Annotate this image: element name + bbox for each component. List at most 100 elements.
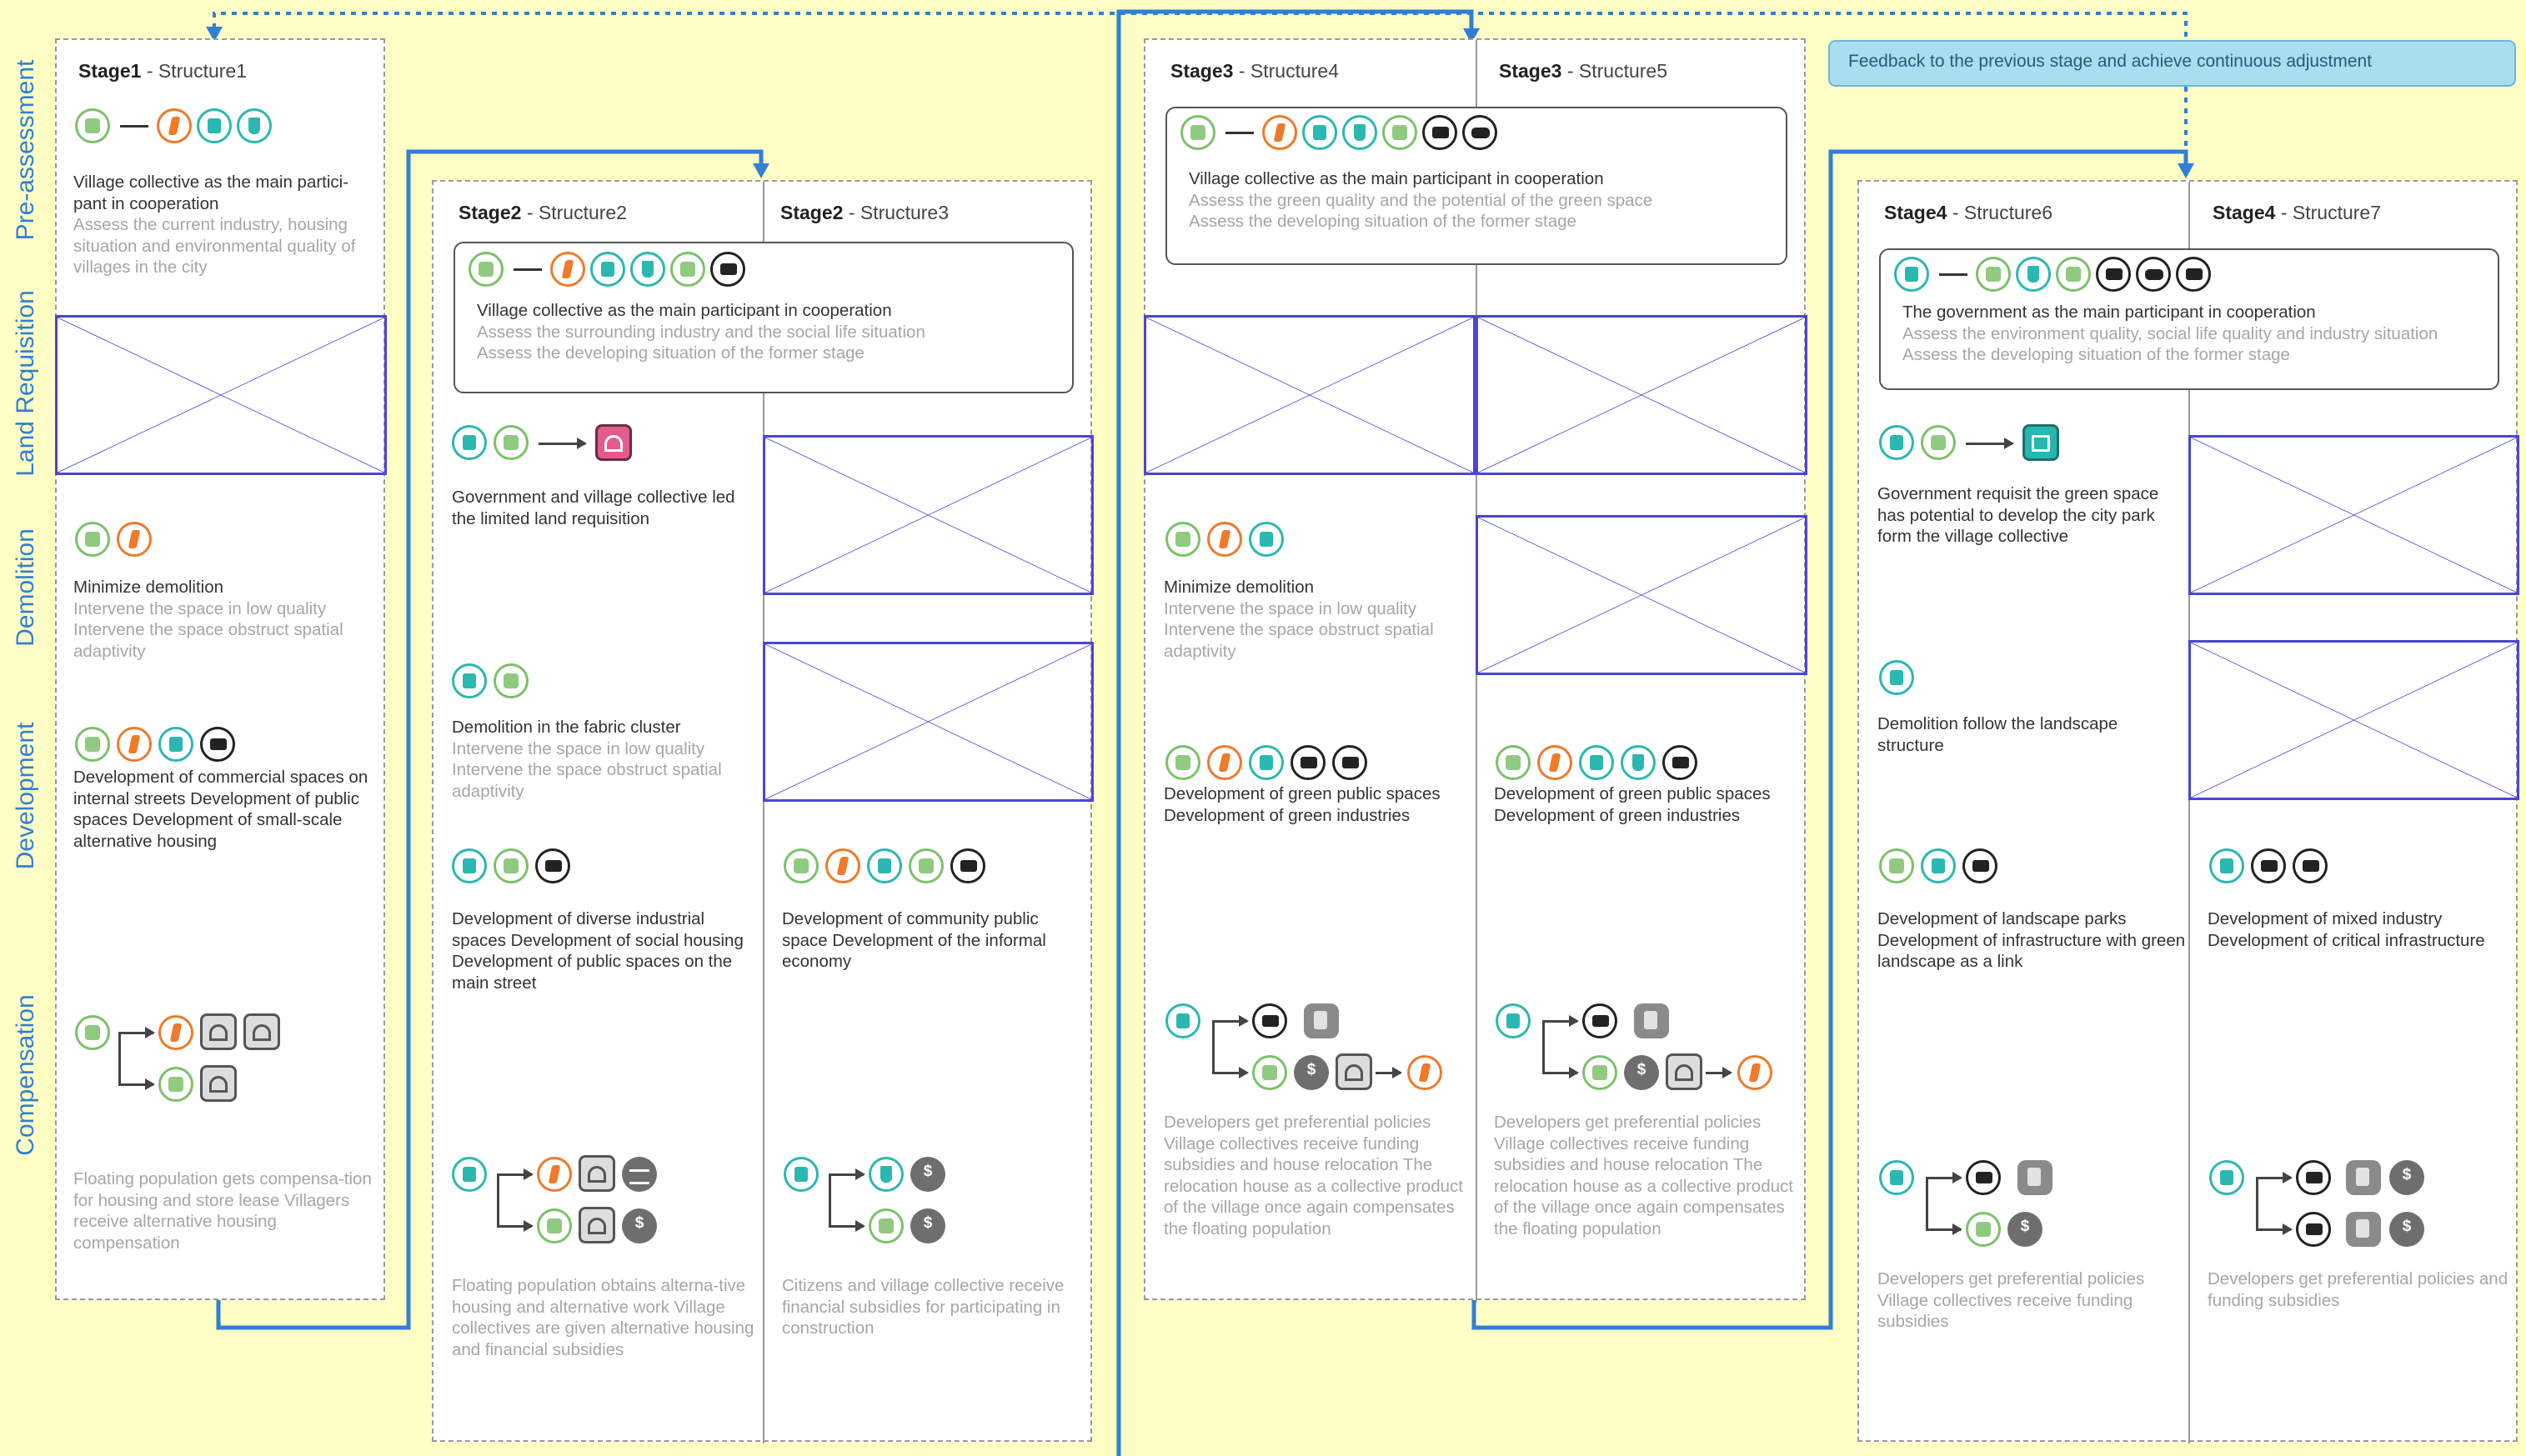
store-icon [243,1013,280,1050]
row-label-development: Development [12,722,39,870]
government-icon [452,425,487,460]
floating-population-icon [157,108,192,143]
development-text: Development of green public spaces Devel… [1164,784,1441,825]
flow-arrow [2256,1224,2293,1234]
flow-arrowhead [206,27,223,42]
developer-icon [2296,1212,2331,1247]
developer-icon [2176,257,2211,292]
flow-connector [497,1173,499,1225]
transport-icon [2136,257,2171,292]
floating-population-icon [1737,1055,1772,1090]
flow-arrow [829,1221,865,1231]
compensation-text: Floating population obtains alterna-tive… [452,1276,754,1359]
compensation-text: Citizens and village collective receive … [782,1276,1065,1338]
pre-assessment-bubble: The government as the main participant i… [1879,248,2499,390]
village-collective-icon [1165,745,1200,780]
image-placeholder [1476,315,1807,475]
citizen-icon [869,1157,904,1192]
financial-subsidy-icon [2007,1212,2042,1247]
developer-icon [2296,1160,2331,1195]
flow-arrow [1706,1068,1732,1078]
panel-stage3: Stage3 - Structure4 Stage3 - Structure5 … [1144,38,1807,1302]
village-collective-icon [75,1015,110,1050]
land-requisition-text: Government and village collective led th… [452,488,735,528]
cooperation-dash [1939,273,1967,276]
village-collective-icon [869,1208,904,1243]
village-collective-icon [1966,1212,2001,1247]
government-icon [452,1157,487,1192]
pre-assessment-text: Village collective as the main partici-p… [73,173,356,277]
pre-assessment-text: Village collective as the main participa… [477,301,925,363]
government-icon [1579,745,1614,780]
developer-icon [535,848,570,883]
land-requisition-text: Government requisit the green space has … [1877,484,2159,546]
government-icon [1894,257,1929,292]
developer-icon [1662,745,1697,780]
developer-icon [1252,1003,1287,1038]
citizen-icon [2016,257,2051,292]
feedback-dashed-line [213,12,2188,40]
housing-icon [200,1013,237,1050]
image-placeholder [1476,515,1807,675]
cooperation-dash [120,125,148,128]
financial-subsidy-icon [2389,1160,2424,1195]
citizen-icon [630,252,665,287]
flow-arrow [118,1079,155,1089]
financial-subsidy-icon [1294,1055,1329,1090]
village-collective-icon [784,848,819,883]
preferential-policy-icon [1634,1003,1669,1038]
financial-subsidy-icon [1624,1055,1659,1090]
development-text: Development of mixed industry Developmen… [2208,909,2485,950]
flow-arrowhead [2178,163,2194,178]
village-collective-icon [1879,848,1914,883]
financial-subsidy-icon [2389,1212,2424,1247]
housing-icon [1666,1053,1702,1090]
flow-connector [118,1032,121,1083]
preferential-policy-icon [2346,1160,2381,1195]
village-collective-icon [1382,115,1417,150]
citizen-icon [237,108,272,143]
village-collective-icon [537,1208,572,1243]
village-collective-icon [670,252,705,287]
government-icon [867,848,902,883]
development-text: Development of commercial spaces on inte… [73,768,368,851]
floating-population-icon [117,522,152,557]
city-park-icon [2022,424,2059,461]
floating-population-icon [117,727,152,762]
government-icon [1249,745,1284,780]
village-collective-icon [494,848,529,883]
preferential-policy-icon [2346,1212,2381,1247]
village-collective-icon [1252,1055,1287,1090]
row-label-demolition: Demolition [12,528,39,647]
village-collective-icon [469,252,504,287]
developer-icon [1962,848,1997,883]
village-collective-icon [158,1067,193,1102]
floating-population-icon [537,1157,572,1192]
government-icon [590,252,625,287]
floating-population-icon [825,848,860,883]
village-collective-icon [494,663,529,698]
government-icon [1249,522,1284,557]
compensation-text: Floating population gets compensa-tion f… [73,1169,372,1253]
village-collective-icon [1921,425,1956,460]
flow-line-stage1-to-stage2 [216,149,764,1330]
government-icon [1879,425,1914,460]
flow-arrow [1212,1016,1249,1026]
flow-connector [829,1173,831,1225]
compensation-text: Developers get preferential policies Vil… [1877,1269,2145,1331]
flow-arrow [1542,1068,1579,1078]
village-collective-icon [494,425,529,460]
village-collective-icon [2056,257,2091,292]
pre-assessment-bubble: Village collective as the main participa… [1165,107,1787,265]
image-placeholder [55,315,387,475]
preferential-policy-icon [1304,1003,1339,1038]
government-icon [1921,848,1956,883]
flow-arrowhead [1463,28,1480,43]
government-icon [452,848,487,883]
flow-connector [1212,1020,1215,1072]
alternative-work-icon [622,1157,657,1192]
floating-population-icon [1262,115,1297,150]
flow-arrow [497,1221,534,1231]
